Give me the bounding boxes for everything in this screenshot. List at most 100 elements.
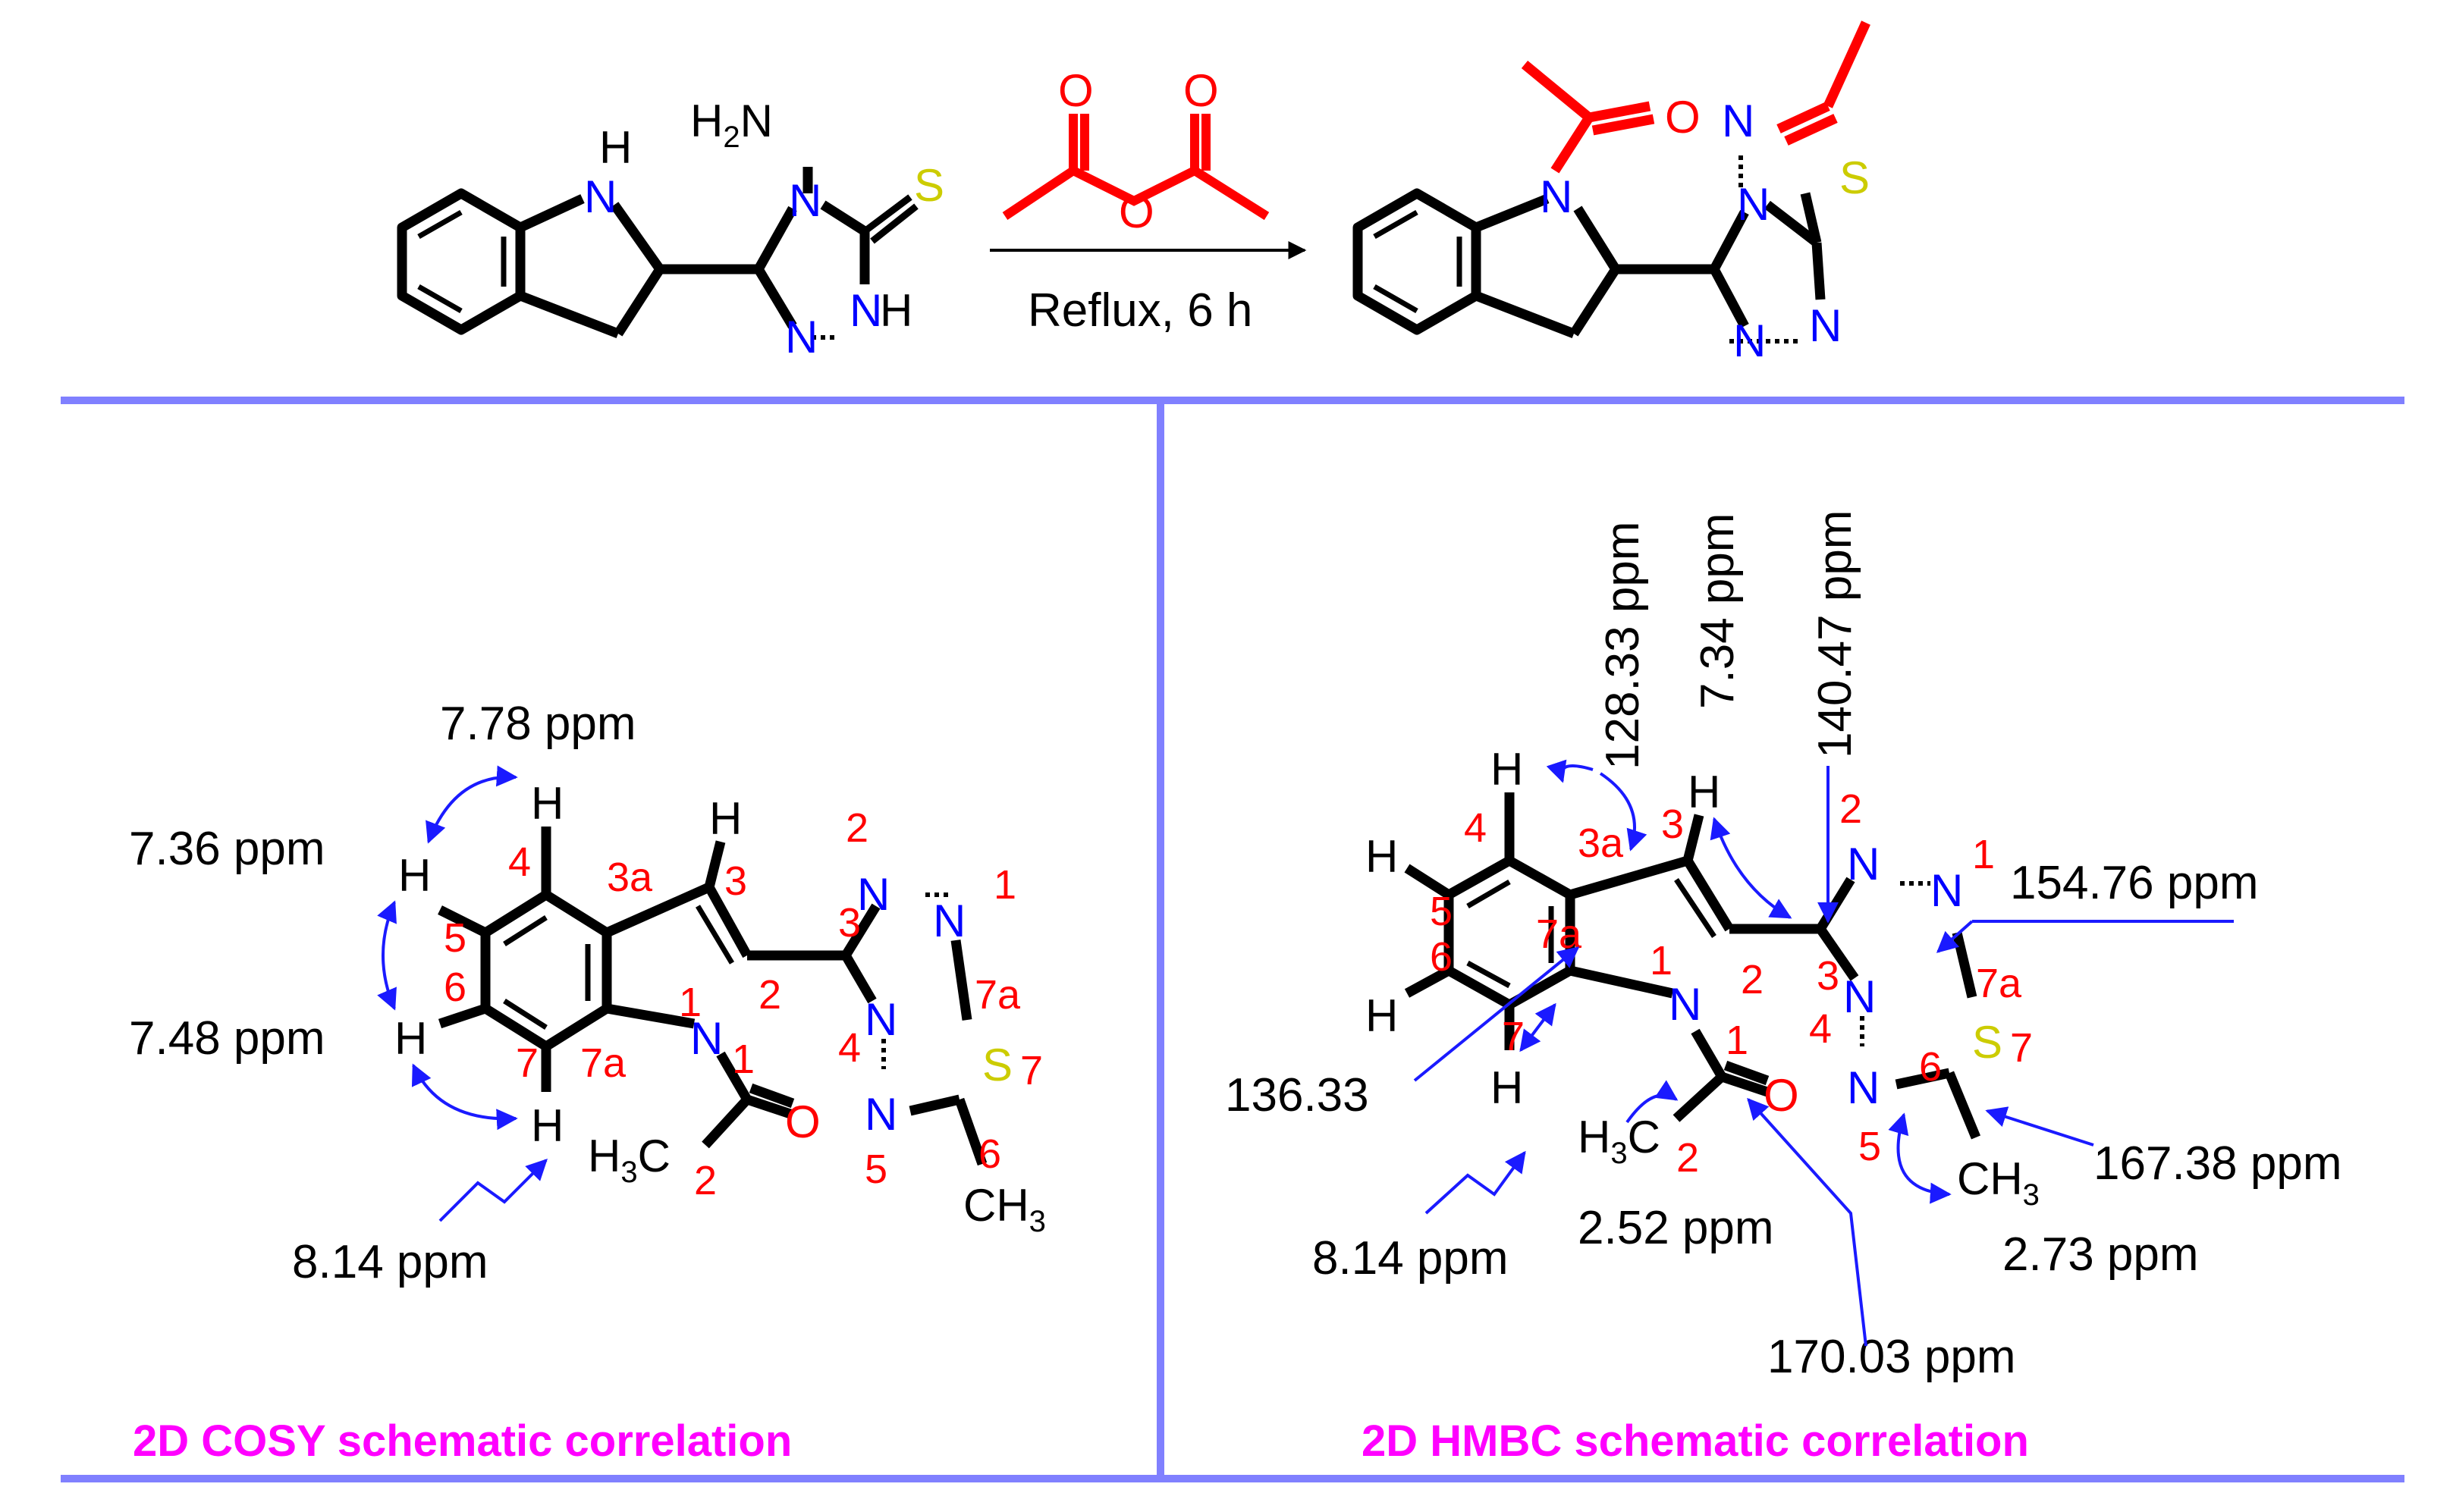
cosy-num: 3 <box>724 858 747 904</box>
svg-text:N: N <box>584 171 617 222</box>
hmbc-num: 7 <box>1502 1014 1525 1059</box>
cosy-num: 2 <box>694 1158 717 1203</box>
svg-text:O: O <box>785 1096 821 1147</box>
hmbc-structure <box>1404 792 1981 1140</box>
hmbc-shift: 2.73 ppm <box>2002 1228 2199 1281</box>
cosy-num: 6 <box>978 1131 1001 1177</box>
cosy-shifts: 7.78 ppm 7.36 ppm 7.48 ppm 8.14 ppm <box>129 698 636 1288</box>
hmbc-num: 2 <box>1839 786 1862 832</box>
svg-text:N: N <box>1930 865 1963 916</box>
svg-text:N: N <box>1722 96 1754 146</box>
cosy-num: 4 <box>508 839 531 885</box>
cosy-shift: 7.48 ppm <box>129 1012 325 1065</box>
cosy-num: 1 <box>732 1037 755 1082</box>
svg-text:N: N <box>789 175 821 226</box>
cosy-shift: 7.78 ppm <box>440 698 636 750</box>
hmbc-arrows <box>1413 759 2234 1347</box>
hmbc-shift: 8.14 ppm <box>1312 1232 1509 1285</box>
cosy-num: 7 <box>1020 1048 1043 1093</box>
svg-text:CH3: CH3 <box>1957 1153 2040 1212</box>
starting-material-atoms: H N H2N N S N H N <box>584 96 944 362</box>
hmbc-shifts: 128.33 ppm 7.34 ppm 140.47 ppm 154.76 pp… <box>1225 510 2342 1383</box>
hmbc-shift: 2.52 ppm <box>1578 1202 1774 1254</box>
svg-text:O: O <box>1058 65 1094 116</box>
hmbc-num: 7a <box>1976 961 2022 1006</box>
hmbc-numbers: 4 3a 3 2 1 5 7a 6 1 2 3 7a 7 4 1 6 7 5 2 <box>1430 786 2033 1181</box>
product <box>1352 155 1826 343</box>
svg-text:O: O <box>1665 92 1701 143</box>
svg-text:S: S <box>982 1040 1013 1090</box>
hmbc-num: 6 <box>1430 934 1453 980</box>
svg-text:N: N <box>1843 971 1876 1022</box>
hmbc-num: 4 <box>1464 805 1487 851</box>
product-acetyl <box>1521 20 1870 174</box>
reagent-oxygen: O <box>1119 187 1154 237</box>
cosy-num: 7 <box>516 1040 539 1086</box>
hmbc-shift: 140.47 ppm <box>1809 510 1861 758</box>
svg-text:H: H <box>1490 1062 1523 1113</box>
hmbc-num: 5 <box>1858 1124 1881 1169</box>
cosy-num: 7a <box>580 1040 627 1086</box>
hmbc-shift: 128.33 ppm <box>1597 522 1649 770</box>
svg-text:N: N <box>690 1013 723 1064</box>
cosy-numbers: 4 3a 3 5 6 7 7a 1 2 3 2 1 7a 4 1 2 5 6 7 <box>444 805 1043 1203</box>
cosy-num: 6 <box>444 965 466 1010</box>
cosy-num: 1 <box>994 862 1016 908</box>
hmbc-num: 6 <box>1919 1044 1942 1090</box>
svg-text:N: N <box>857 869 890 920</box>
svg-text:N: N <box>1737 179 1770 230</box>
svg-text:N: N <box>865 1089 897 1140</box>
svg-text:S: S <box>914 160 944 211</box>
cosy-num: 5 <box>444 915 466 961</box>
cosy-structure <box>438 827 988 1166</box>
svg-text:H: H <box>1688 767 1720 817</box>
hmbc-num: 3a <box>1578 820 1624 866</box>
svg-text:H: H <box>531 778 564 829</box>
svg-text:H: H <box>398 850 431 901</box>
cosy-num: 2 <box>759 972 781 1018</box>
hmbc-num: 2 <box>1676 1135 1699 1181</box>
cosy-num: 4 <box>838 1025 861 1071</box>
svg-text:N: N <box>1809 300 1842 351</box>
svg-text:H3C: H3C <box>1578 1112 1660 1170</box>
svg-text:N: N <box>1669 979 1701 1030</box>
svg-text:O: O <box>1183 65 1219 116</box>
svg-text:N: N <box>1540 171 1572 222</box>
hmbc-num: 1 <box>1972 832 1995 877</box>
svg-text:H: H <box>394 1013 427 1064</box>
cosy-shift: 7.36 ppm <box>129 823 325 875</box>
hmbc-num: 2 <box>1741 957 1764 1002</box>
cosy-num: 1 <box>679 980 702 1025</box>
svg-text:H: H <box>599 122 632 173</box>
hmbc-shift: 154.76 ppm <box>2010 857 2258 909</box>
hmbc-num: 7 <box>2010 1025 2033 1071</box>
cosy-arrows <box>377 765 548 1222</box>
svg-text:H3C: H3C <box>588 1131 671 1189</box>
svg-text:H: H <box>709 793 742 844</box>
hmbc-atoms: H H H H H N N N N N S O H3C CH3 <box>1365 744 2040 1212</box>
acetic-anhydride <box>1002 114 1270 221</box>
hmbc-num: 1 <box>1726 1018 1748 1063</box>
hmbc-shift: 170.03 ppm <box>1767 1331 2015 1383</box>
cosy-num: 3a <box>607 855 653 900</box>
svg-text:O: O <box>1764 1070 1799 1121</box>
svg-text:S: S <box>1972 1017 2002 1068</box>
hmbc-shift: 167.38 ppm <box>2093 1137 2342 1190</box>
svg-text:CH3: CH3 <box>963 1180 1046 1238</box>
hmbc-num: 3 <box>1661 801 1684 847</box>
svg-text:N: N <box>1733 315 1766 366</box>
svg-text:H: H <box>1490 744 1523 795</box>
reagent-atoms: O O O <box>1058 65 1219 237</box>
svg-text:H: H <box>1365 831 1398 882</box>
hmbc-num: 3 <box>1817 953 1839 999</box>
cosy-num: 7a <box>975 972 1021 1018</box>
svg-text:H: H <box>880 285 912 336</box>
svg-text:N: N <box>1847 1062 1880 1113</box>
svg-text:N: N <box>850 285 882 336</box>
product-atoms: N O N N S N N <box>1540 92 1870 366</box>
svg-text:N: N <box>785 312 818 362</box>
hmbc-shift: 7.34 ppm <box>1691 513 1744 709</box>
svg-text:H2N: H2N <box>690 96 773 154</box>
hmbc-num: 4 <box>1809 1006 1832 1052</box>
